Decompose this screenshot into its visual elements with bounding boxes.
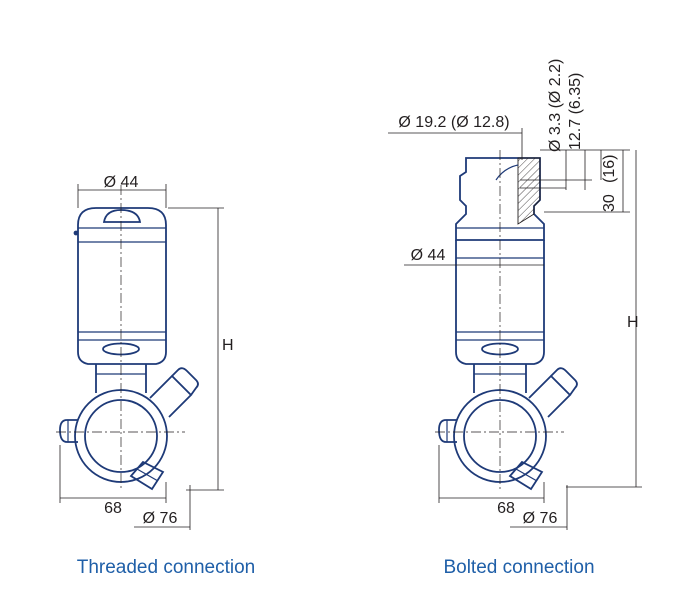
dim-diameter-top: Ø 44 bbox=[104, 174, 139, 191]
dim-diameter-bottom: Ø 76 bbox=[523, 510, 558, 527]
bolted-body bbox=[435, 150, 578, 491]
threaded-body bbox=[56, 185, 199, 491]
threaded-connection-drawing: Ø 44 H 68 Ø 76 Threaded connection bbox=[56, 174, 255, 578]
dim-height: H bbox=[222, 337, 234, 354]
dim-bore-diameter: Ø 19.2 (Ø 12.8) bbox=[398, 114, 509, 131]
caption-threaded: Threaded connection bbox=[77, 557, 256, 578]
dim-width-bottom: 68 bbox=[497, 500, 515, 517]
dim-body-diameter: Ø 44 bbox=[411, 247, 446, 264]
dim-head-height: 30 bbox=[601, 194, 618, 212]
dim-pin-diameter: Ø 3.3 (Ø 2.2) bbox=[547, 59, 564, 152]
dim-pin-depth: (16) bbox=[601, 155, 618, 183]
dim-pin-offset: 12.7 (6.35) bbox=[567, 73, 584, 150]
bolted-connection-drawing: Ø 19.2 (Ø 12.8) Ø 3.3 (Ø 2.2) 12.7 (6.35… bbox=[388, 59, 642, 578]
dim-width-bottom: 68 bbox=[104, 500, 122, 517]
dim-diameter-bottom: Ø 76 bbox=[143, 510, 178, 527]
bolted-dimensions: Ø 19.2 (Ø 12.8) Ø 3.3 (Ø 2.2) 12.7 (6.35… bbox=[388, 59, 642, 530]
caption-bolted: Bolted connection bbox=[443, 557, 594, 578]
threaded-dimensions: Ø 44 H 68 Ø 76 bbox=[59, 174, 234, 530]
dim-height: H bbox=[627, 314, 639, 331]
